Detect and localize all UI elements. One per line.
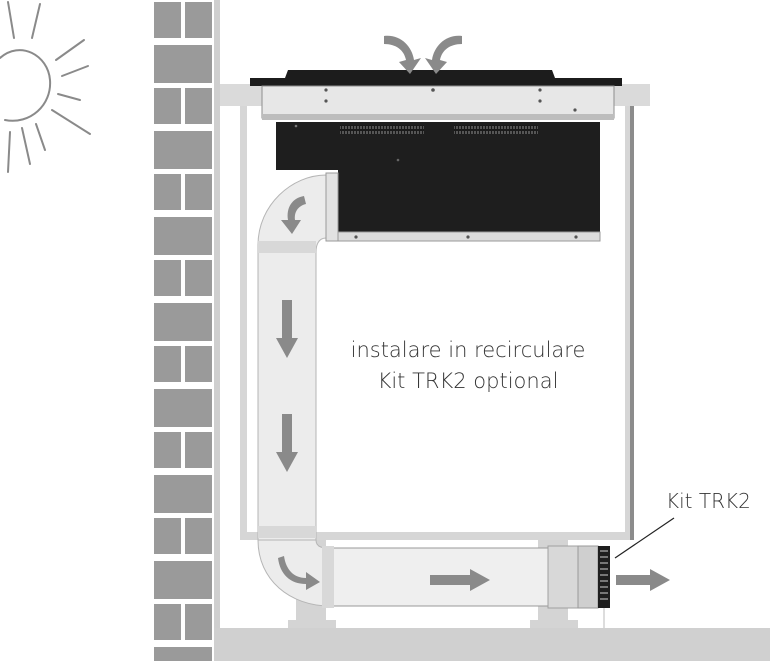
wall-face bbox=[214, 0, 220, 661]
floor bbox=[214, 628, 770, 661]
sun-icon bbox=[0, 1, 91, 173]
curved-arrow-top bbox=[281, 196, 306, 234]
kit-callout-line bbox=[614, 517, 675, 559]
brick-wall bbox=[152, 0, 214, 661]
arrow-down-1 bbox=[276, 300, 298, 358]
arrow-down-2 bbox=[276, 414, 298, 472]
caption-line-1: instalare in recirculare bbox=[350, 338, 586, 362]
airflow-arrows bbox=[276, 196, 670, 591]
air-intake-arrows bbox=[384, 35, 462, 74]
arrow-right-exit bbox=[616, 569, 670, 591]
curved-arrow-bottom bbox=[278, 556, 320, 590]
arrow-right-duct bbox=[430, 569, 490, 591]
installation-caption: instalare in recirculare Kit TRK2 option… bbox=[318, 335, 618, 397]
vertical-air-duct bbox=[257, 172, 339, 541]
trk2-filter-kit bbox=[577, 545, 610, 628]
induction-hob bbox=[250, 70, 622, 242]
kit-trk2-label: Kit TRK2 bbox=[666, 489, 751, 513]
kitchen-cabinet bbox=[240, 106, 634, 540]
caption-line-2: Kit TRK2 optional bbox=[377, 369, 559, 393]
